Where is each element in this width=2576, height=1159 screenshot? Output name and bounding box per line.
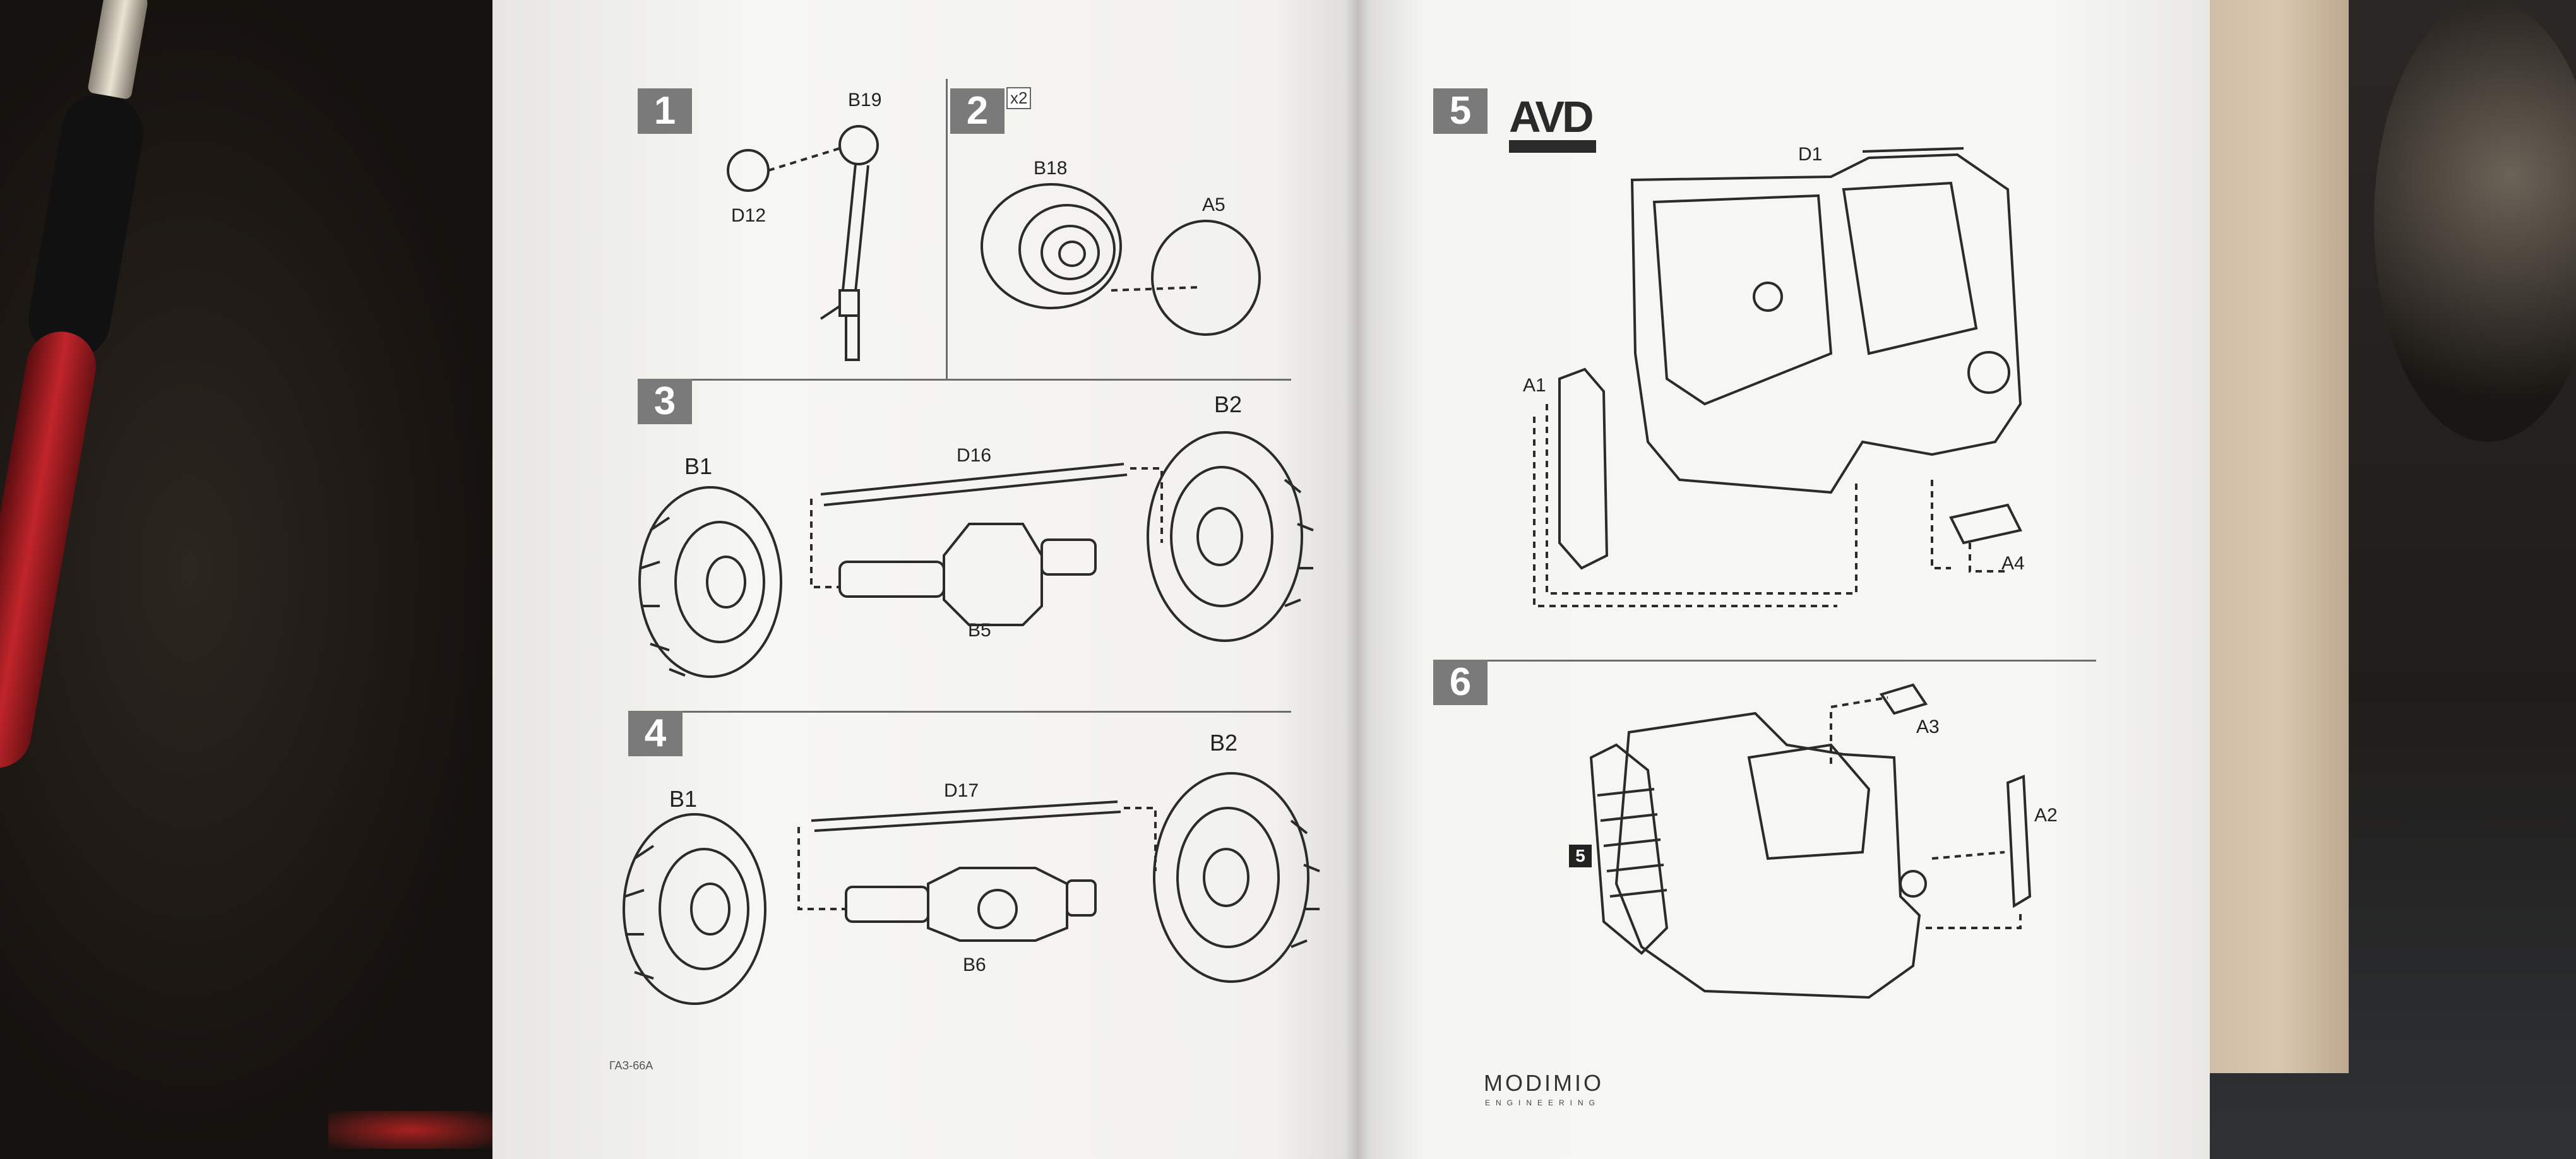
avd-logo: AVD (1509, 95, 1596, 158)
red-light-glow (328, 1111, 492, 1149)
part-label-b6: B6 (963, 954, 986, 975)
step-1-drawing (727, 125, 879, 361)
step-divider-1-2 (946, 79, 948, 381)
kit-code: ГАЗ-66А (609, 1059, 653, 1072)
step-3-number: 3 (638, 379, 692, 424)
part-label-a3: A3 (1916, 716, 1940, 737)
part-label-b18: B18 (1034, 158, 1068, 179)
part-label-b2-step3: B2 (1214, 391, 1243, 417)
step-6-reference-box: 5 (1569, 845, 1592, 867)
step-3-drawing (638, 431, 1314, 678)
part-label-d1: D1 (1798, 144, 1823, 165)
step-5-drawing (1533, 147, 2022, 607)
step-4-rule (628, 711, 1291, 713)
step-4-drawing (623, 772, 1320, 1005)
part-label-b19: B19 (848, 90, 882, 110)
part-label-d16: D16 (957, 445, 992, 466)
modimio-logo: MODIMIO (1484, 1070, 1604, 1096)
step-2-number: 2 (950, 88, 1005, 134)
step-5-number: 5 (1433, 88, 1488, 134)
step-6-number: 6 (1433, 660, 1488, 705)
avd-logo-bar (1509, 140, 1596, 153)
step-2-multiplier: x2 (1006, 87, 1032, 109)
part-label-a4: A4 (2001, 553, 2025, 574)
part-label-a5: A5 (1202, 194, 1225, 215)
part-label-b1-step4: B1 (669, 786, 698, 812)
step-6-drawing (1589, 683, 2032, 999)
step-4-number: 4 (628, 711, 683, 756)
step-2-drawing (981, 183, 1261, 336)
part-label-d17: D17 (944, 780, 979, 801)
part-label-b1-step3: B1 (684, 453, 713, 479)
right-page (1357, 0, 2210, 1159)
metal-part (2374, 0, 2576, 442)
modimio-logo-subtitle: ENGINEERING (1485, 1098, 1601, 1107)
step-3-rule (638, 379, 1291, 381)
step-1-number: 1 (638, 88, 692, 134)
part-label-a2: A2 (2034, 805, 2058, 826)
avd-logo-text: AVD (1509, 92, 1594, 141)
part-label-b2-step4: B2 (1210, 730, 1238, 756)
instruction-booklet (492, 0, 2210, 1159)
part-label-d12: D12 (731, 205, 766, 226)
part-label-a1: A1 (1523, 375, 1546, 396)
part-label-b5: B5 (968, 620, 991, 641)
booklet-gutter (1345, 0, 1370, 1159)
step-6-rule (1433, 660, 2096, 662)
